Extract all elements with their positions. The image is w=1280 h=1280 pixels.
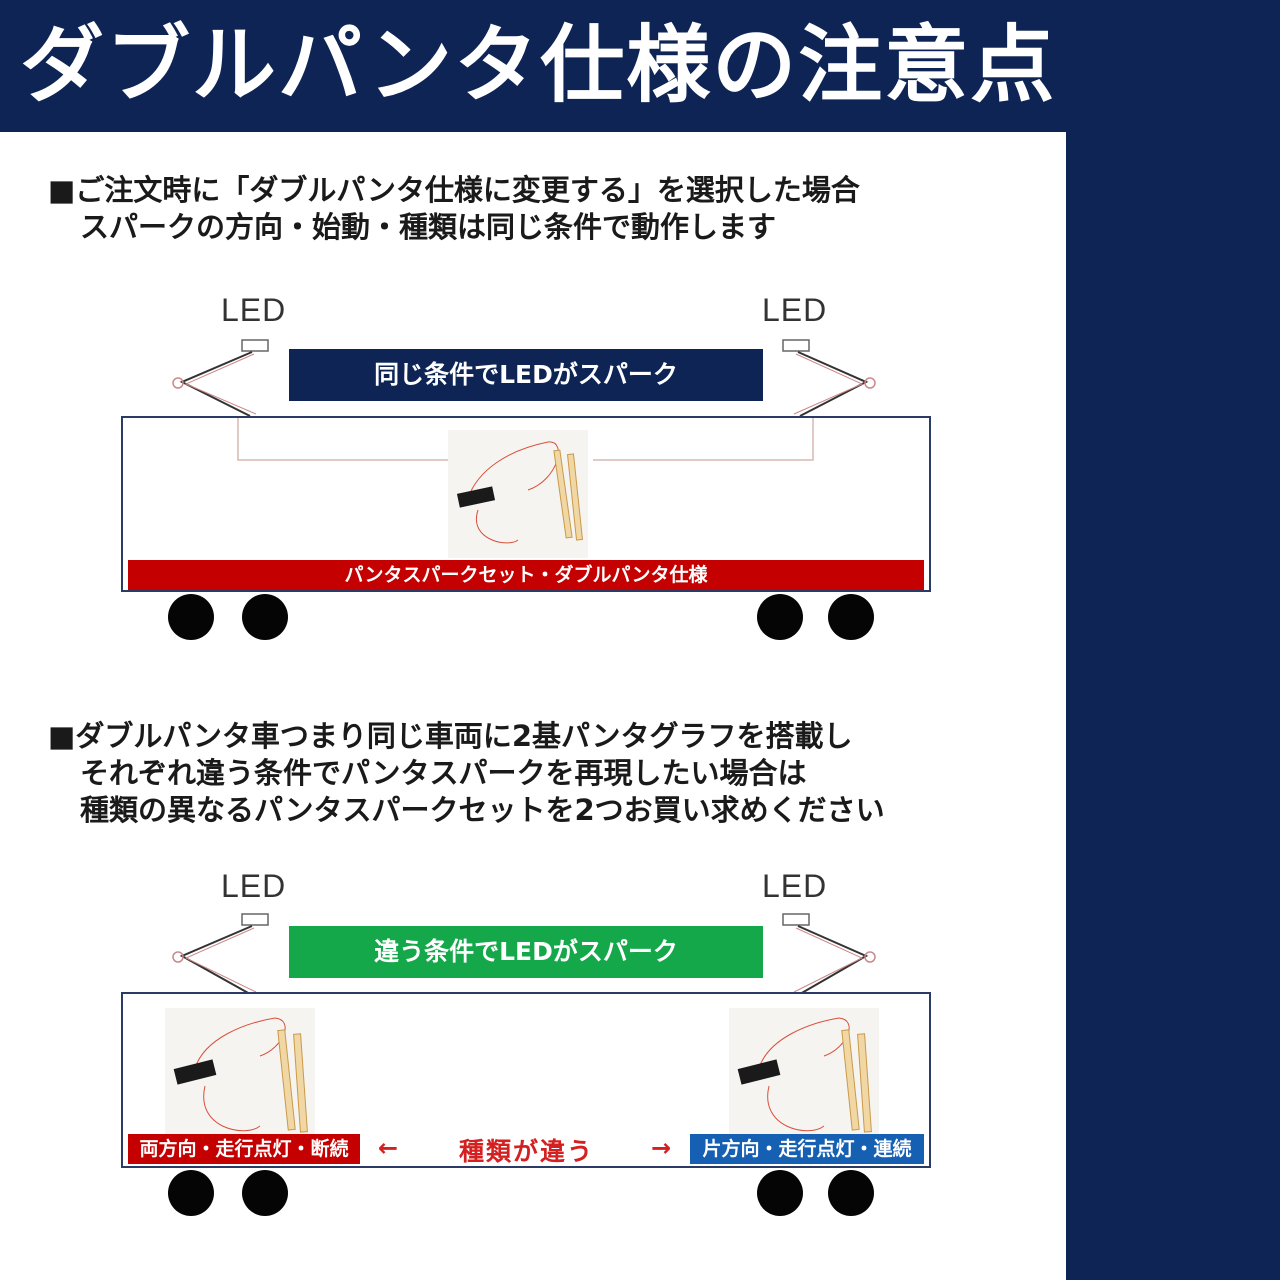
spark-kit-photo [448, 430, 588, 558]
pantograph-right [797, 925, 869, 995]
right-set-type-bar: 片方向・走行点灯・連続 [690, 1134, 924, 1164]
pantograph-right-tip [864, 951, 876, 963]
pantograph-left-tip [172, 951, 184, 963]
internal-wiring [237, 418, 814, 461]
wheel [242, 594, 288, 640]
page-title: ダブルパンタ仕様の注意点 [20, 16, 1057, 114]
difference-label: 種類が違う [459, 1137, 595, 1166]
pantograph-right [797, 351, 869, 417]
led-box-right [782, 913, 810, 926]
pantograph-left [179, 351, 253, 417]
same-condition-banner: 同じ条件でLEDがスパーク [289, 349, 763, 401]
led-label-left: LED [221, 292, 287, 328]
section2-line1: ■ダブルパンタ車つまり同じ車両に2基パンタグラフを搭載し [48, 719, 853, 753]
section2-note: ■ダブルパンタ車つまり同じ車両に2基パンタグラフを搭載し それぞれ違う条件でパン… [48, 718, 885, 829]
pantograph-right-wire [793, 927, 864, 993]
double-panta-set-bar: パンタスパークセット・ダブルパンタ仕様 [128, 560, 924, 590]
wheel [828, 1170, 874, 1216]
side-decoration-bar [1066, 132, 1280, 1280]
led-box-left [241, 339, 269, 352]
wheel [242, 1170, 288, 1216]
pantograph-left-wire [184, 353, 257, 415]
section1-line2: スパークの方向・始動・種類は同じ条件で動作します [80, 210, 777, 244]
wheel [757, 594, 803, 640]
led-label-right: LED [762, 292, 828, 328]
wheel [168, 594, 214, 640]
arrow-right-icon: → [651, 1134, 672, 1162]
pantograph-wires [172, 913, 876, 995]
pantograph-left [179, 925, 253, 995]
section1-line1: ■ご注文時に「ダブルパンタ仕様に変更する」を選択した場合 [48, 173, 860, 207]
led-label-left: LED [221, 868, 287, 904]
led-label-right: LED [762, 868, 828, 904]
led-box-left [241, 913, 269, 926]
header-banner: ダブルパンタ仕様の注意点 [0, 0, 1280, 132]
wheel [168, 1170, 214, 1216]
pantograph-wires [172, 339, 876, 417]
led-box-right [782, 339, 810, 352]
spark-kit-photo-right [729, 1008, 879, 1144]
spark-kit-photo-left [165, 1008, 315, 1144]
left-set-type-bar: 両方向・走行点灯・断続 [128, 1134, 360, 1164]
car-body: パンタスパークセット・ダブルパンタ仕様 [121, 416, 931, 592]
section2-diagram: LED LED 違う条件でLEDがスパーク [0, 856, 1066, 1216]
pantograph-right-tip [864, 377, 876, 389]
section1-diagram: LED LED 同じ条件でLEDがスパーク パンタスパークセット [0, 280, 1066, 640]
wheel [757, 1170, 803, 1216]
pantograph-right-wire [793, 353, 864, 415]
pantograph-left-tip [172, 377, 184, 389]
arrow-left-icon: ← [378, 1134, 399, 1162]
car-body: 両方向・走行点灯・断続 片方向・走行点灯・連続 ← 種類が違う → [121, 992, 931, 1168]
section1-note: ■ご注文時に「ダブルパンタ仕様に変更する」を選択した場合 スパークの方向・始動・… [48, 172, 860, 246]
pantograph-left-wire [184, 927, 257, 993]
wheel [828, 594, 874, 640]
section2-line2: それぞれ違う条件でパンタスパークを再現したい場合は [80, 756, 807, 790]
section2-line3: 種類の異なるパンタスパークセットを2つお買い求めください [80, 793, 885, 827]
different-condition-banner: 違う条件でLEDがスパーク [289, 926, 763, 978]
